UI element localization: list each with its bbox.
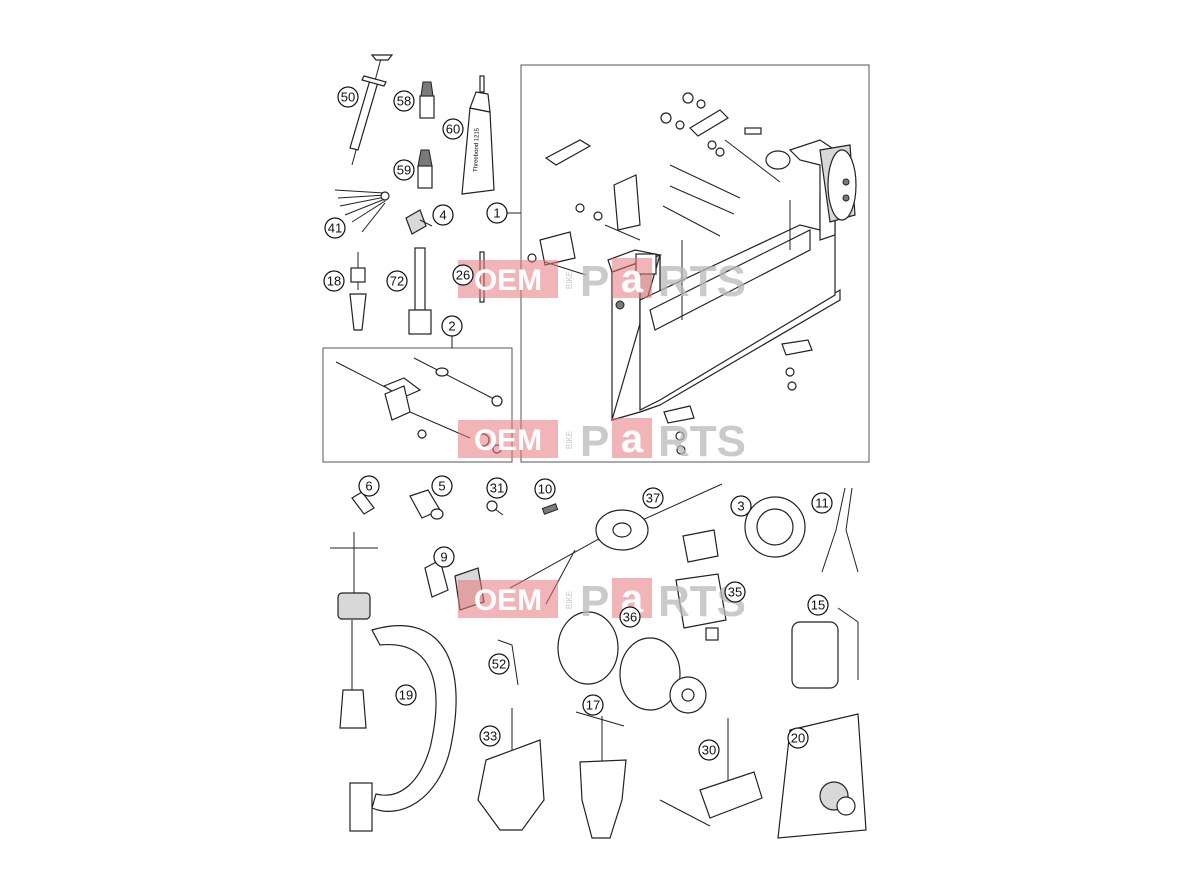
svg-text:P: P — [580, 577, 609, 626]
callout-5[interactable]: 5 — [431, 475, 453, 497]
svg-text:58: 58 — [397, 94, 411, 109]
puller-19 — [330, 532, 457, 832]
callout-2[interactable]: 2 — [441, 315, 463, 337]
svg-text:10: 10 — [538, 482, 552, 497]
callout-52[interactable]: 52 — [488, 653, 510, 675]
ring-compressor-15 — [791, 607, 859, 689]
svg-text:RTS: RTS — [658, 417, 746, 466]
handle-37 — [509, 483, 723, 605]
tool-2-frame — [322, 347, 513, 463]
callout-33[interactable]: 33 — [479, 725, 501, 747]
callout-26[interactable]: 26 — [452, 264, 474, 286]
tool-6 — [351, 491, 375, 515]
sealant-tube-60: Threebond 1215 — [461, 75, 495, 195]
tube-label: Threebond 1215 — [473, 127, 481, 172]
callout-19[interactable]: 19 — [395, 684, 417, 706]
svg-text:18: 18 — [327, 274, 341, 289]
svg-text:6: 6 — [365, 479, 372, 494]
tool-5 — [409, 489, 444, 520]
callout-31[interactable]: 31 — [486, 477, 508, 499]
svg-text:20: 20 — [791, 731, 805, 746]
svg-text:9: 9 — [440, 550, 447, 565]
syringe-50 — [349, 54, 394, 166]
callout-17[interactable]: 17 — [582, 694, 604, 716]
svg-text:31: 31 — [490, 481, 504, 496]
loctite-59 — [417, 149, 433, 189]
svg-text:72: 72 — [390, 274, 404, 289]
svg-text:a: a — [621, 257, 644, 301]
svg-text:1: 1 — [493, 206, 500, 221]
wrench-4 — [405, 209, 433, 235]
svg-text:41: 41 — [328, 221, 342, 236]
puller-18 — [349, 252, 367, 331]
loctite-58 — [419, 81, 435, 119]
svg-text:36: 36 — [623, 610, 637, 625]
svg-text:3: 3 — [737, 499, 744, 514]
callout-3[interactable]: 3 — [730, 495, 752, 517]
svg-text:11: 11 — [815, 496, 829, 511]
screw-10 — [541, 503, 559, 515]
svg-text:30: 30 — [702, 743, 716, 758]
callout-58[interactable]: 58 — [393, 90, 415, 112]
watermark-middle: OEM BIKE P a RTS — [458, 417, 746, 466]
svg-text:17: 17 — [586, 698, 600, 713]
svg-text:4: 4 — [439, 208, 446, 223]
pliers-11 — [821, 487, 859, 573]
svg-text:BIKE: BIKE — [565, 271, 574, 289]
svg-text:2: 2 — [448, 319, 455, 334]
svg-text:a: a — [621, 417, 644, 461]
svg-text:19: 19 — [399, 688, 413, 703]
svg-text:33: 33 — [483, 729, 497, 744]
svg-text:BIKE: BIKE — [565, 431, 574, 449]
svg-text:59: 59 — [397, 163, 411, 178]
callout-11[interactable]: 11 — [811, 492, 833, 514]
callout-10[interactable]: 10 — [534, 478, 556, 500]
svg-text:P: P — [580, 257, 609, 306]
svg-text:RTS: RTS — [658, 257, 746, 306]
screw-31 — [486, 500, 504, 516]
svg-text:35: 35 — [728, 585, 742, 600]
callout-72[interactable]: 72 — [386, 270, 408, 292]
socket-72 — [408, 247, 432, 335]
callout-20[interactable]: 20 — [787, 727, 809, 749]
callout-50[interactable]: 50 — [337, 86, 359, 108]
svg-text:5: 5 — [438, 479, 445, 494]
hex-key-52 — [497, 639, 519, 686]
svg-text:OEM: OEM — [474, 264, 542, 297]
callout-6[interactable]: 6 — [358, 475, 380, 497]
svg-text:52: 52 — [492, 657, 506, 672]
callout-30[interactable]: 30 — [698, 739, 720, 761]
callout-41[interactable]: 41 — [324, 217, 346, 239]
svg-text:50: 50 — [341, 90, 355, 105]
rings-36 — [557, 611, 707, 714]
svg-text:BIKE: BIKE — [565, 591, 574, 609]
watermark-bottom: OEM BIKE P a RTS — [458, 577, 746, 626]
callout-36[interactable]: 36 — [619, 606, 641, 628]
callout-4[interactable]: 4 — [432, 204, 454, 226]
watermark-top: OEM BIKE P a RTS — [458, 257, 746, 306]
tool-30 — [659, 718, 763, 827]
puller-17 — [575, 711, 627, 839]
callout-1[interactable]: 1 — [486, 202, 508, 224]
callout-37[interactable]: 37 — [642, 487, 664, 509]
callout-15[interactable]: 15 — [807, 594, 829, 616]
callout-59[interactable]: 59 — [393, 159, 415, 181]
callout-35[interactable]: 35 — [724, 581, 746, 603]
gear-3 — [744, 496, 806, 558]
callout-9[interactable]: 9 — [433, 546, 455, 568]
svg-text:P: P — [580, 417, 609, 466]
svg-text:OEM: OEM — [474, 584, 542, 617]
svg-text:26: 26 — [456, 268, 470, 283]
callout-60[interactable]: 60 — [442, 118, 464, 140]
svg-text:15: 15 — [811, 598, 825, 613]
callout-18[interactable]: 18 — [323, 270, 345, 292]
svg-text:60: 60 — [446, 122, 460, 137]
svg-text:OEM: OEM — [474, 424, 542, 457]
tool-35 — [675, 529, 727, 641]
svg-text:37: 37 — [646, 491, 660, 506]
puller-33 — [477, 708, 545, 831]
feeler-gauge-41 — [334, 189, 390, 233]
